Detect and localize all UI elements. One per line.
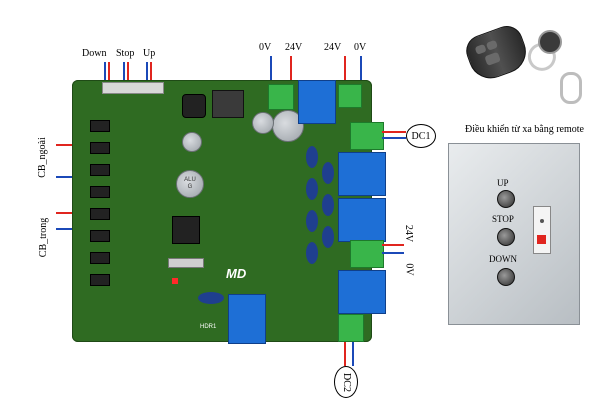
- mcu-chip: [172, 216, 200, 244]
- pcb-board: ALU G MD HDR1: [72, 80, 386, 344]
- terminal-power: [350, 240, 384, 268]
- dc2-wire: [344, 342, 346, 366]
- dc2-wire-2: [352, 342, 354, 366]
- power-24v-right: 24V: [324, 42, 342, 53]
- capacitor-small: [252, 112, 274, 134]
- remote-fob: [538, 30, 562, 54]
- terminal-dc1: [350, 122, 384, 150]
- right-24v-label: 24V: [403, 224, 415, 243]
- remote-keyring: [560, 72, 582, 104]
- terminal-top-right: [338, 84, 362, 108]
- optocoupler-5: [322, 162, 334, 184]
- down-wire: [104, 62, 106, 84]
- power-24v-left: 24V: [285, 42, 303, 53]
- optocoupler-6: [322, 194, 334, 216]
- down-label: Down: [82, 48, 107, 59]
- cb-trong-wire-2: [56, 228, 76, 230]
- wire-0v-right: [360, 56, 362, 82]
- box-switch-dot: [540, 219, 544, 223]
- right-24v-wire: [382, 244, 404, 246]
- relay-column-left: [90, 120, 160, 290]
- cb-trong-wire: [56, 212, 76, 214]
- relay-right-1: [338, 152, 386, 196]
- dc1-wire: [382, 131, 406, 133]
- remote-caption: Điều khiển từ xa bằng remote: [465, 124, 584, 135]
- relay-right-2: [338, 198, 386, 242]
- optocoupler-7: [322, 226, 334, 248]
- power-0v-right: 0V: [354, 42, 367, 53]
- cb-ngoai-wire-2: [56, 176, 76, 178]
- box-stop-button: [497, 228, 515, 246]
- relay-right-3: [338, 270, 386, 314]
- header-strip: [168, 258, 204, 268]
- box-down-button: [497, 268, 515, 286]
- box-switch-indicator: [537, 235, 546, 244]
- remote-control: [454, 19, 560, 98]
- alu-text: ALU G: [184, 177, 196, 190]
- right-0v-label: 0V: [403, 263, 415, 276]
- stop-wire-2: [127, 62, 129, 84]
- capacitor-alu: ALU G: [176, 170, 204, 198]
- crystal: [198, 292, 224, 304]
- up-wire-2: [150, 62, 152, 84]
- cb-ngoai-wire: [56, 144, 76, 146]
- optocoupler-3: [306, 210, 318, 232]
- dc1-wire-2: [382, 137, 406, 139]
- box-down-label: DOWN: [489, 254, 517, 264]
- optocoupler-2: [306, 178, 318, 200]
- red-led: [172, 278, 178, 284]
- relay-top: [298, 80, 336, 124]
- terminal-top-left: [268, 84, 294, 110]
- dc2-text: DC2: [340, 372, 352, 392]
- relay-bottom-left: [228, 294, 266, 344]
- dc1-label: DC1: [406, 124, 436, 148]
- down-wire-2: [108, 62, 110, 84]
- right-0v-wire: [382, 252, 404, 254]
- power-0v-left: 0V: [259, 42, 272, 53]
- dc2-label: DC2: [334, 366, 358, 398]
- box-up-label: UP: [497, 178, 509, 188]
- regulator: [212, 90, 244, 118]
- up-wire: [146, 62, 148, 84]
- top-header: [102, 82, 164, 94]
- box-switch: [533, 206, 551, 254]
- logo: MD: [226, 266, 247, 281]
- wire-24v-left: [290, 56, 292, 82]
- control-box: UP STOP DOWN: [448, 143, 580, 325]
- box-stop-label: STOP: [492, 214, 514, 224]
- hdr-label: HDR1: [200, 324, 217, 330]
- cb-trong-label: CB_trong: [38, 217, 50, 258]
- wire-0v-left: [270, 56, 272, 82]
- terminal-dc2: [338, 314, 364, 342]
- stop-wire: [123, 62, 125, 84]
- up-label: Up: [143, 48, 156, 59]
- cb-ngoai-label: CB_ngoài: [36, 137, 48, 178]
- wire-24v-right: [344, 56, 346, 82]
- optocoupler-4: [306, 242, 318, 264]
- inductor: [182, 94, 206, 118]
- capacitor-mid: [182, 132, 202, 152]
- box-up-button: [497, 190, 515, 208]
- optocoupler-1: [306, 146, 318, 168]
- stop-label: Stop: [116, 48, 135, 59]
